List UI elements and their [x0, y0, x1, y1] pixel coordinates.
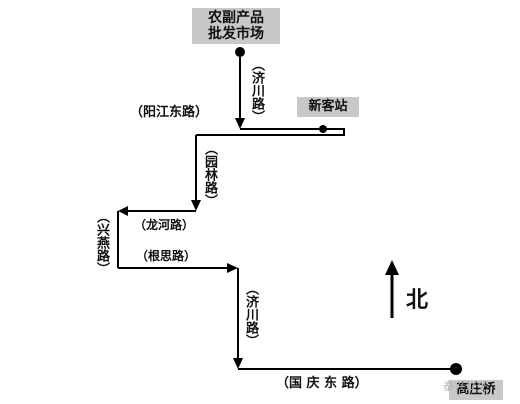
road-label-jichuan-1: （济川路） [249, 58, 264, 123]
watermark-text: 泰兴公交 [443, 380, 487, 393]
route-segment-transfer-spur [196, 128, 345, 136]
transfer-stop-dot [319, 125, 327, 133]
arrow-icon [235, 118, 245, 129]
road-label-jichuan-2: （济川路） [243, 282, 258, 347]
start-stop-dot [235, 47, 245, 57]
road-label-gensi: （根思路） [136, 249, 197, 263]
road-label-longhe: （龙河路） [134, 218, 195, 232]
compass-north-label: 北 [406, 288, 429, 313]
arrow-icon [233, 358, 243, 369]
road-label-xingyan: （兴燕路） [94, 210, 109, 275]
arrow-icon [118, 206, 128, 216]
end-station-label: 高庄桥 [449, 380, 503, 400]
arrow-icon [227, 263, 238, 273]
start-station-label: 农副产品 批发市场 [192, 8, 280, 44]
road-label-yangjiang-east: （阳江东路） [130, 105, 209, 120]
north-arrow-icon [385, 260, 399, 275]
road-label-yuanlin: （园林路） [202, 142, 217, 207]
transfer-station-label: 新客站 [297, 97, 359, 117]
end-stop-dot [450, 363, 462, 375]
road-label-guoqing-east: （国 庆 东 路） [276, 376, 368, 391]
arrow-icon [191, 200, 201, 211]
